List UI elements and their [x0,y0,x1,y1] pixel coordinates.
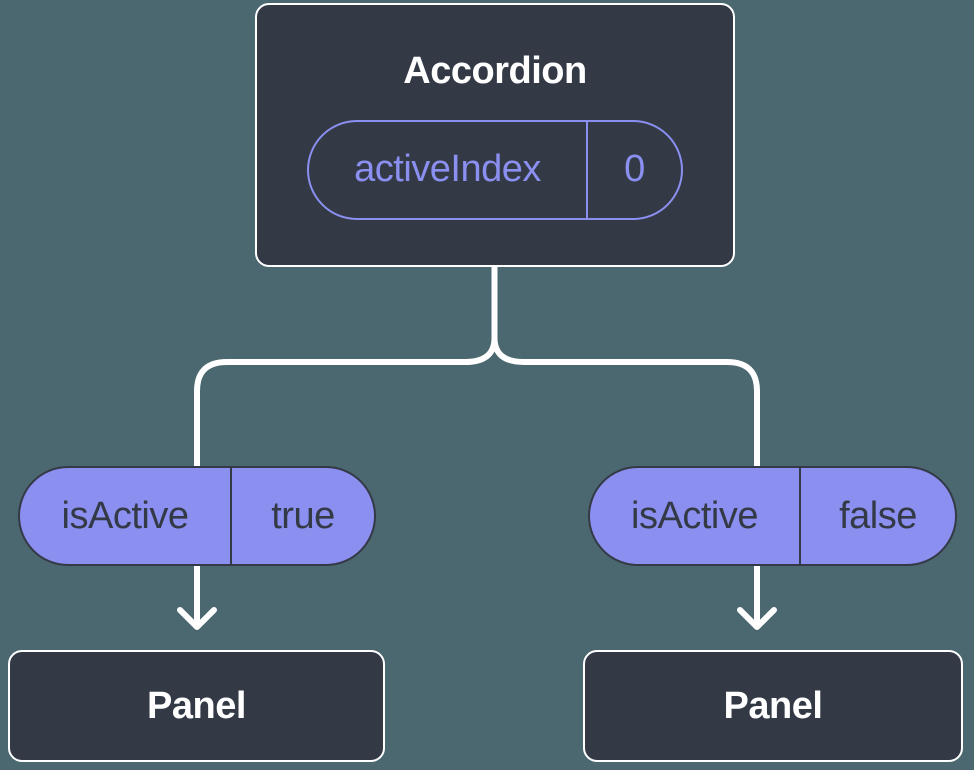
prop-name-left: isActive [61,494,189,537]
panel-node-left: Panel [8,650,385,762]
state-value: 0 [624,148,645,191]
prop-value-right: false [839,494,917,537]
prop-value-left: true [271,494,335,537]
panel-node-right-title: Panel [723,684,823,727]
arrow-down-left-icon [177,563,217,630]
prop-name-right: isActive [631,494,758,537]
panel-node-left-title: Panel [147,684,246,727]
pill-divider [799,468,801,564]
connector-right-branch [491,265,760,467]
state-name: activeIndex [354,148,541,191]
arrow-down-right-icon [737,563,777,630]
prop-pill-right: isActive false [588,466,957,566]
connector-left-branch [194,265,498,467]
pill-divider [230,468,232,564]
state-pill: activeIndex 0 [307,119,683,220]
prop-pill-left: isActive true [18,466,376,566]
pill-divider [586,121,588,218]
accordion-node-title: Accordion [403,50,587,93]
panel-node-right: Panel [583,650,963,762]
accordion-node: Accordion activeIndex 0 [255,3,735,267]
